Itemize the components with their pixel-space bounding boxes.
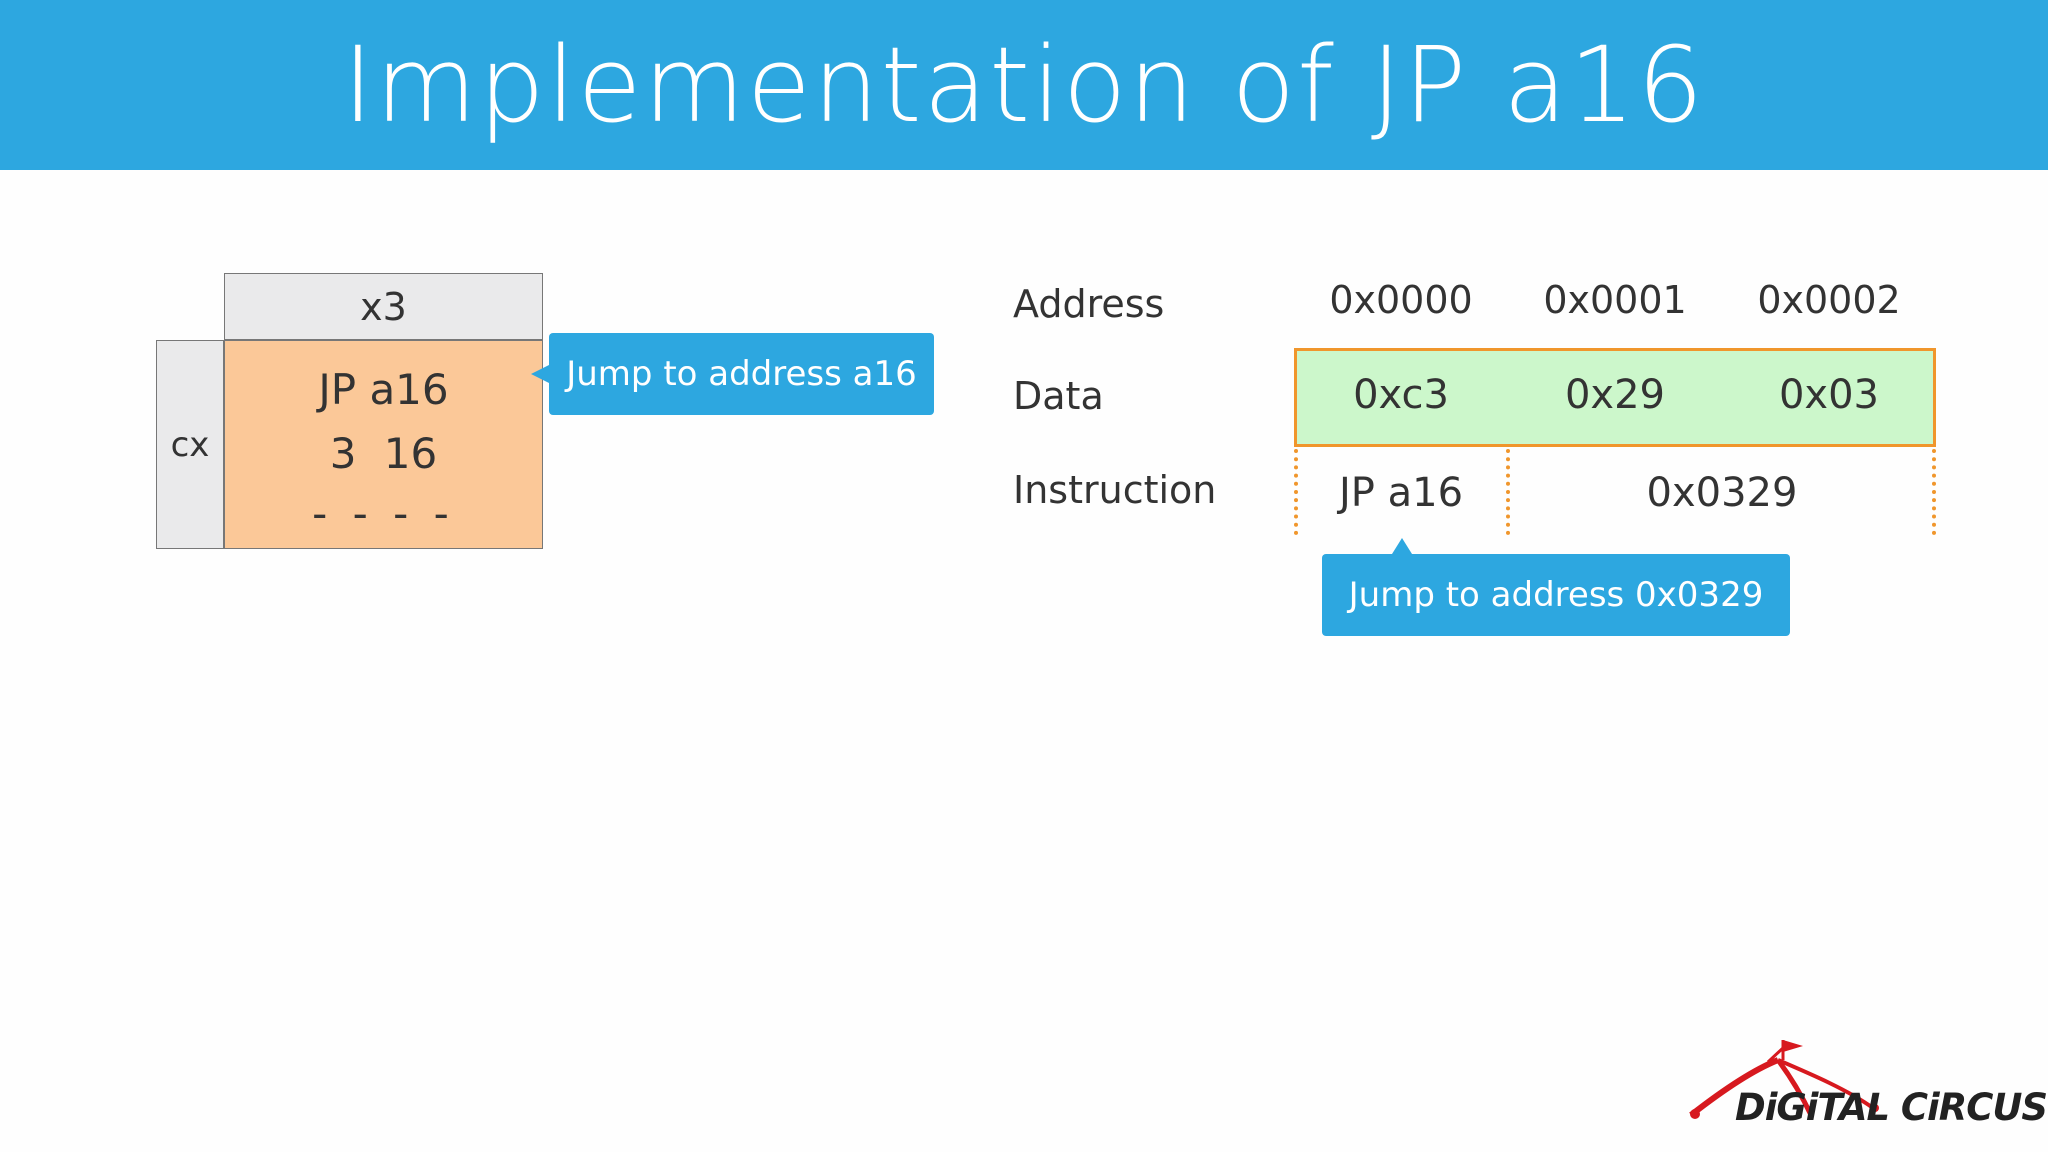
instruction-divider <box>1506 449 1510 535</box>
opcode-flags: - - - - <box>312 489 455 538</box>
address-value: 0x0001 <box>1543 278 1687 322</box>
instruction-opcode: JP a16 <box>1338 470 1464 516</box>
data-value: 0x29 <box>1564 372 1666 418</box>
opcode-column-header: x3 <box>224 273 543 340</box>
instruction-operand: 0x0329 <box>1646 470 1798 516</box>
title-bar: Implementation of JP a16 <box>0 0 2048 170</box>
page-title: Implementation of JP a16 <box>342 24 1706 146</box>
address-label: Address <box>1013 282 1165 326</box>
opcode-cell: JP a16 3 16 - - - - <box>224 340 543 549</box>
instruction-label: Instruction <box>1013 468 1217 512</box>
opcode-row-header: cx <box>156 340 224 549</box>
opcode-size-cycles: 3 16 <box>329 429 438 478</box>
digital-circus-logo <box>1689 1040 1879 1119</box>
data-label: Data <box>1013 374 1104 418</box>
opcode-callout: Jump to address a16 <box>531 333 934 415</box>
data-value: 0x03 <box>1778 372 1880 418</box>
address-value: 0x0002 <box>1757 278 1901 322</box>
instruction-divider <box>1932 449 1936 535</box>
instruction-divider <box>1294 449 1298 535</box>
data-row <box>1294 348 1936 447</box>
address-value: 0x0000 <box>1329 278 1473 322</box>
logo-text: DiGiTAL CiRCUS <box>1735 1086 2048 1129</box>
opcode-mnemonic: JP a16 <box>318 365 449 414</box>
instruction-callout: Jump to address 0x0329 <box>1322 538 1790 636</box>
data-value: 0xc3 <box>1353 372 1449 418</box>
